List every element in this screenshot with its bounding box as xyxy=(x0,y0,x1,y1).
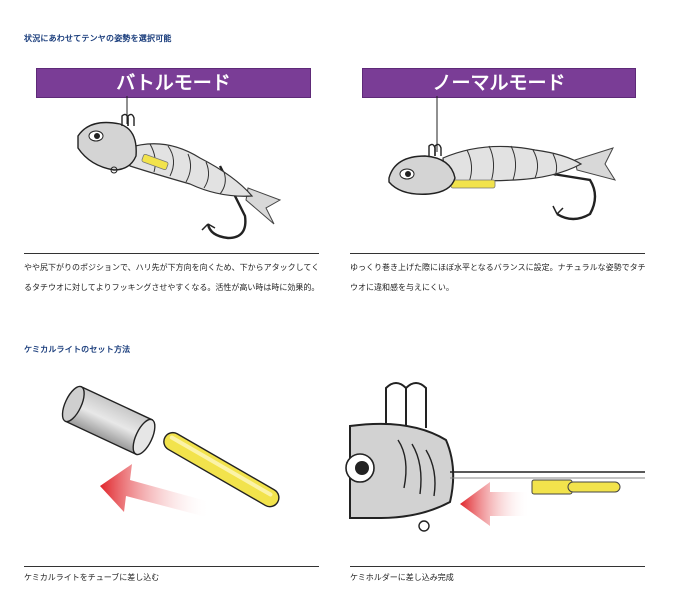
battle-mode-description: やや尻下がりのポジションで、ハリ先が下方向を向くため、下からアタックしてくるタチ… xyxy=(24,263,320,292)
normal-mode-lure-illustration xyxy=(388,96,617,221)
battle-mode-banner: バトルモード xyxy=(36,68,311,98)
divider-battle xyxy=(24,253,319,254)
step2-holder-illustration xyxy=(345,382,645,532)
normal-mode-banner: ノーマルモード xyxy=(362,68,636,98)
step2-caption: ケミホルダーに差し込み完成 xyxy=(350,573,454,582)
section-title-chemical-light: ケミカルライトのセット方法 xyxy=(24,345,131,354)
battle-mode-lure-illustration xyxy=(77,96,282,240)
section-title-posture: 状況にあわせてテンヤの姿勢を選択可能 xyxy=(24,34,172,43)
divider-step2 xyxy=(350,566,645,567)
step1-insert-light-illustration xyxy=(61,385,280,518)
divider-step1 xyxy=(24,566,319,567)
step1-caption: ケミカルライトをチューブに差し込む xyxy=(24,573,160,582)
divider-normal xyxy=(350,253,645,254)
normal-mode-description: ゆっくり巻き上げた際にほぼ水平となるバランスに設定。ナチュラルな姿勢でタチウオに… xyxy=(350,263,646,292)
